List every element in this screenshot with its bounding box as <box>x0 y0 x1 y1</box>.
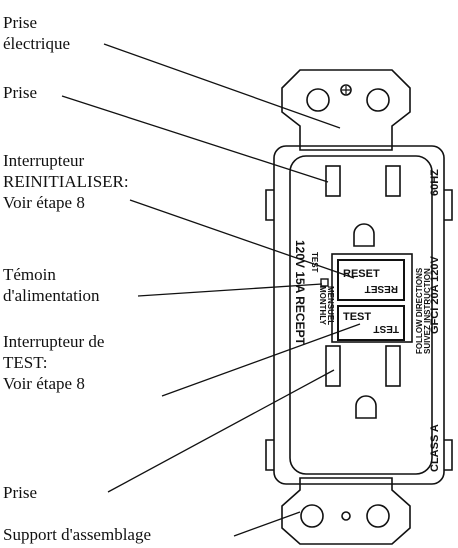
class-a-text: CLASS A <box>429 424 441 472</box>
mensuel-label: MENSUEL <box>326 286 335 325</box>
label-reset-switch-line1: Interrupteur <box>3 151 85 170</box>
label-mounting-bracket-text: Support d'assemblage <box>3 525 152 544</box>
leader-outlet-bottom <box>107 369 335 493</box>
mounting-strap <box>281 69 411 151</box>
strap-hole-bottom-left <box>300 504 324 528</box>
suivez-instruction-text: SUIVEZ INSTRUCTION <box>423 268 432 354</box>
strap-ground-screw-top <box>340 84 352 96</box>
top-outlet-ground-hole <box>353 223 375 247</box>
label-receptacle-line2: électrique <box>3 34 71 53</box>
leader-test-switch <box>161 323 361 397</box>
leader-lines <box>61 43 361 537</box>
label-test-switch-line1: Interrupteur de <box>3 332 105 351</box>
label-mounting-bracket: Support d'assemblage <box>3 524 151 545</box>
bottom-outlet-ground-hole <box>355 395 377 419</box>
label-test-switch-line2: TEST: <box>3 353 48 372</box>
test-button-label-inverted: TEST <box>373 323 399 334</box>
leader-reset-switch <box>129 199 355 279</box>
power-indicator-light <box>320 278 329 287</box>
label-power-light: Témoin d'alimentation <box>3 264 100 306</box>
leader-mounting-bracket <box>233 511 301 537</box>
label-receptacle-line1: Prise <box>3 13 37 32</box>
mounting-strap-bottom <box>281 477 411 545</box>
label-reset-switch: Interrupteur REINITIALISER: Voir étape 8 <box>3 150 129 213</box>
top-outlet-neutral-slot <box>325 165 341 197</box>
top-outlet-hot-slot <box>385 165 401 197</box>
label-outlet-bottom: Prise <box>3 482 37 503</box>
left-terminal-lugs <box>265 189 274 471</box>
leader-outlet-top <box>61 95 329 183</box>
label-reset-switch-line3: Voir étape 8 <box>3 193 85 212</box>
strap-hole-bottom-right <box>366 504 390 528</box>
gfci-rating-text: GFCI 20A 120V <box>429 255 441 334</box>
label-test-switch: Interrupteur de TEST: Voir étape 8 <box>3 331 104 394</box>
label-outlet-top: Prise <box>3 82 37 103</box>
reset-button-label: RESET <box>343 268 380 280</box>
label-outlet-top-text: Prise <box>3 83 37 102</box>
receptacle-body <box>273 145 445 485</box>
label-test-switch-line3: Voir étape 8 <box>3 374 85 393</box>
strap-hole-top-right <box>366 88 390 112</box>
strap-hole-top-left <box>306 88 330 112</box>
left-vertical-rating: 120V 15A RECEPT <box>293 240 307 346</box>
test-button[interactable] <box>337 305 405 341</box>
bottom-outlet-neutral-slot <box>325 345 341 387</box>
label-power-light-line2: d'alimentation <box>3 286 100 305</box>
frequency-text: 60HZ <box>429 169 441 196</box>
right-terminal-lugs <box>444 189 453 471</box>
follow-directions-text: FOLLOW DIRECTIONS <box>415 267 424 354</box>
label-reset-switch-line2: REINITIALISER: <box>3 172 129 191</box>
leader-receptacle <box>103 43 341 129</box>
test-button-label: TEST <box>343 311 371 323</box>
bottom-outlet-hot-slot <box>385 345 401 387</box>
reset-button-label-inverted: RESET <box>365 283 398 294</box>
strap-rivet-bottom <box>341 511 351 521</box>
monthly-label: MONTHLY <box>318 286 327 325</box>
monthly-test-label: TEST <box>310 252 319 273</box>
label-outlet-bottom-text: Prise <box>3 483 37 502</box>
label-power-light-line1: Témoin <box>3 265 56 284</box>
reset-button[interactable] <box>337 259 405 301</box>
leader-power-light <box>137 283 323 297</box>
label-receptacle: Prise électrique <box>3 12 70 54</box>
